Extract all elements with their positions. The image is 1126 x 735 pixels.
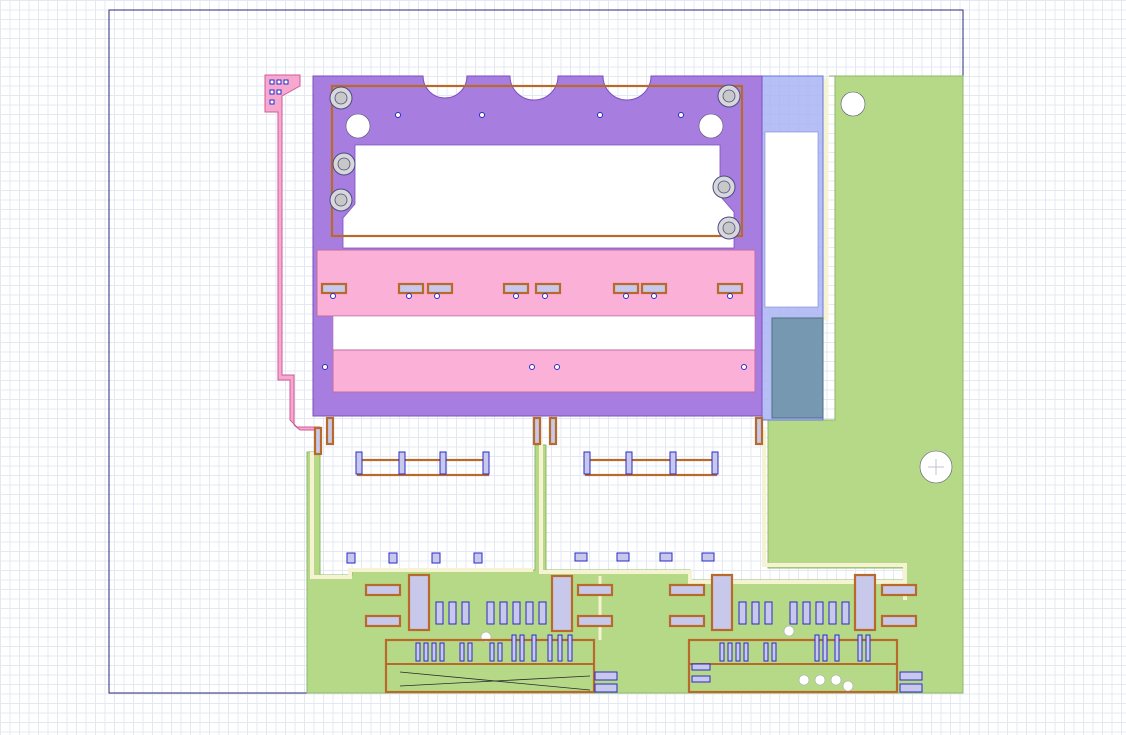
mounting-hole-icon: [332, 152, 356, 176]
mounting-hole-icon: [717, 216, 741, 240]
driver-ic-right: [687, 634, 923, 694]
heatsink-vias: [322, 112, 747, 370]
mounting-hole-icon: [698, 113, 724, 139]
heatsink-window: [342, 144, 735, 249]
via-icon: [554, 364, 560, 370]
resistor-row-right: [583, 451, 719, 477]
mounting-hole-icon: [840, 91, 866, 117]
via-icon: [741, 364, 747, 370]
thermal-gap: [332, 315, 756, 351]
mounting-hole-icon: [329, 188, 353, 212]
via-icon: [678, 112, 684, 118]
keepout-region-teal[interactable]: [771, 317, 824, 419]
via-icon: [322, 364, 328, 370]
flex-connector-pads: [269, 79, 289, 105]
smd-parts-row: [346, 552, 715, 564]
edge-connector-pads: [313, 416, 764, 456]
crosshair-icon: [919, 450, 953, 484]
mounting-hole-icon: [717, 84, 741, 108]
mounting-holes: [329, 84, 953, 484]
heatsink-outline: [330, 84, 744, 238]
driver-ic-left: [384, 634, 618, 694]
power-stage-right: [668, 573, 918, 637]
resistor-row-left: [355, 451, 490, 477]
cutout-window-right: [764, 131, 819, 308]
thermal-pad-lower[interactable]: [332, 349, 756, 393]
mounting-hole-icon: [329, 86, 353, 110]
via-icon: [479, 112, 485, 118]
mounting-hole-icon: [712, 175, 736, 199]
via-icon: [597, 112, 603, 118]
transistor-pads-row: [320, 282, 744, 299]
via-icon: [529, 364, 535, 370]
power-stage-left: [364, 573, 614, 643]
mounting-hole-icon: [345, 113, 371, 139]
via-icon: [395, 112, 401, 118]
